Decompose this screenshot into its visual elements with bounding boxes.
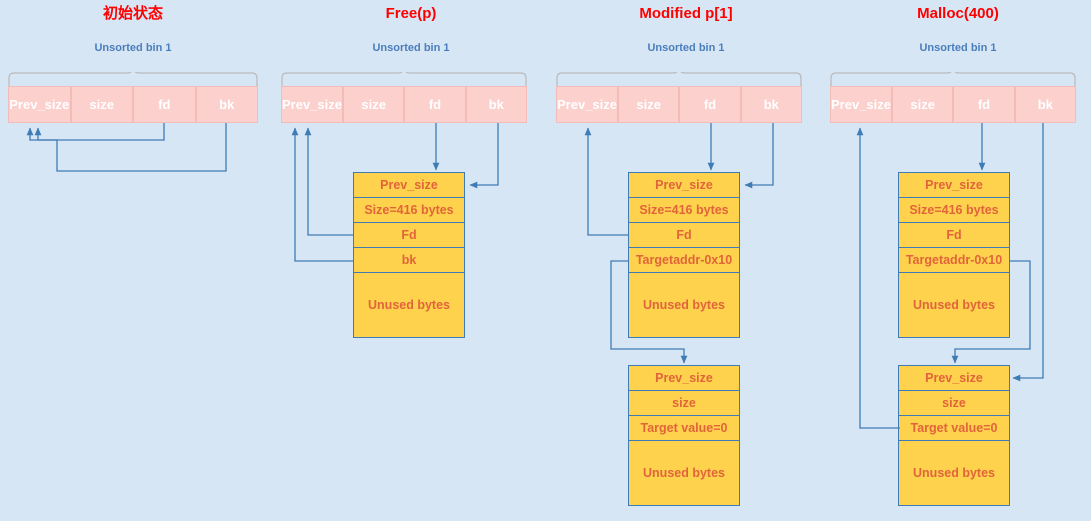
- unsorted-bin-row: Prev_size size fd bk: [556, 86, 802, 123]
- chunk-cell-prev-size[interactable]: Prev_size: [354, 173, 464, 198]
- target-cell-target-value[interactable]: Target value=0: [629, 416, 739, 441]
- bin-label: Unsorted bin 1: [94, 42, 172, 54]
- chunk-cell-prev-size[interactable]: Prev_size: [899, 173, 1009, 198]
- bin-cell-fd[interactable]: fd: [679, 86, 741, 123]
- bin-cell-bk[interactable]: bk: [1014, 86, 1076, 123]
- column-initial-state: 初始状态 Unsorted bin 1 Prev_size size fd bk: [0, 0, 266, 521]
- column-modified-p1: Modified p[1] Unsorted bin 1 Prev_size s…: [553, 0, 819, 521]
- malloc-chunk: Prev_size Size=416 bytes Fd Targetaddr-0…: [898, 172, 1010, 338]
- target-cell-unused-bytes[interactable]: Unused bytes: [899, 441, 1009, 504]
- target-cell-prev-size[interactable]: Prev_size: [629, 366, 739, 391]
- bin-cell-size[interactable]: size: [618, 86, 680, 123]
- bin-cell-fd[interactable]: fd: [953, 86, 1015, 123]
- column-malloc-400: Malloc(400) Unsorted bin 1 Prev_size siz…: [825, 0, 1091, 521]
- bin-cell-bk[interactable]: bk: [195, 86, 258, 123]
- column-free-p: Free(p) Unsorted bin 1 Prev_size size fd…: [278, 0, 544, 521]
- unsorted-bin-row: Prev_size size fd bk: [8, 86, 258, 123]
- bin-cell-prev-size[interactable]: Prev_size: [830, 86, 892, 123]
- chunk-cell-fd[interactable]: Fd: [899, 223, 1009, 248]
- target-cell-unused-bytes[interactable]: Unused bytes: [629, 441, 739, 504]
- chunk-cell-unused-bytes[interactable]: Unused bytes: [629, 273, 739, 336]
- chunk-cell-size[interactable]: Size=416 bytes: [354, 198, 464, 223]
- chunk-cell-fd[interactable]: Fd: [354, 223, 464, 248]
- bin-cell-size[interactable]: size: [70, 86, 133, 123]
- free-chunk: Prev_size Size=416 bytes Fd bk Unused by…: [353, 172, 465, 338]
- bin-cell-bk[interactable]: bk: [740, 86, 802, 123]
- bin-brace-icon: [830, 72, 1076, 86]
- chunk-cell-targetaddr[interactable]: Targetaddr-0x10: [899, 248, 1009, 273]
- column-title: Modified p[1]: [639, 5, 733, 22]
- bin-cell-size[interactable]: size: [343, 86, 405, 123]
- bin-brace-icon: [8, 72, 258, 86]
- chunk-cell-fd[interactable]: Fd: [629, 223, 739, 248]
- bin-cell-prev-size[interactable]: Prev_size: [8, 86, 71, 123]
- target-cell-size[interactable]: size: [629, 391, 739, 416]
- chunk-cell-unused-bytes[interactable]: Unused bytes: [899, 273, 1009, 336]
- bin-label: Unsorted bin 1: [647, 42, 725, 54]
- chunk-cell-prev-size[interactable]: Prev_size: [629, 173, 739, 198]
- bin-cell-prev-size[interactable]: Prev_size: [281, 86, 343, 123]
- bin-cell-bk[interactable]: bk: [465, 86, 527, 123]
- chunk-cell-size[interactable]: Size=416 bytes: [629, 198, 739, 223]
- malloc-target-chunk: Prev_size size Target value=0 Unused byt…: [898, 365, 1010, 506]
- column-title: Free(p): [385, 5, 437, 22]
- bin-brace-icon: [556, 72, 802, 86]
- bin-cell-fd[interactable]: fd: [133, 86, 196, 123]
- bin-cell-size[interactable]: size: [892, 86, 954, 123]
- chunk-cell-targetaddr[interactable]: Targetaddr-0x10: [629, 248, 739, 273]
- target-cell-target-value[interactable]: Target value=0: [899, 416, 1009, 441]
- bin-brace-icon: [281, 72, 527, 86]
- unsorted-bin-row: Prev_size size fd bk: [830, 86, 1076, 123]
- bin-label: Unsorted bin 1: [919, 42, 997, 54]
- target-cell-size[interactable]: size: [899, 391, 1009, 416]
- chunk-cell-bk[interactable]: bk: [354, 248, 464, 273]
- unsorted-bin-row: Prev_size size fd bk: [281, 86, 527, 123]
- chunk-cell-size[interactable]: Size=416 bytes: [899, 198, 1009, 223]
- target-chunk: Prev_size size Target value=0 Unused byt…: [628, 365, 740, 506]
- chunk-cell-unused-bytes[interactable]: Unused bytes: [354, 273, 464, 336]
- bin-label: Unsorted bin 1: [372, 42, 450, 54]
- bin-cell-prev-size[interactable]: Prev_size: [556, 86, 618, 123]
- bin-cell-fd[interactable]: fd: [404, 86, 466, 123]
- column-title: Malloc(400): [917, 5, 999, 22]
- modified-chunk: Prev_size Size=416 bytes Fd Targetaddr-0…: [628, 172, 740, 338]
- column-title: 初始状态: [102, 5, 163, 22]
- target-cell-prev-size[interactable]: Prev_size: [899, 366, 1009, 391]
